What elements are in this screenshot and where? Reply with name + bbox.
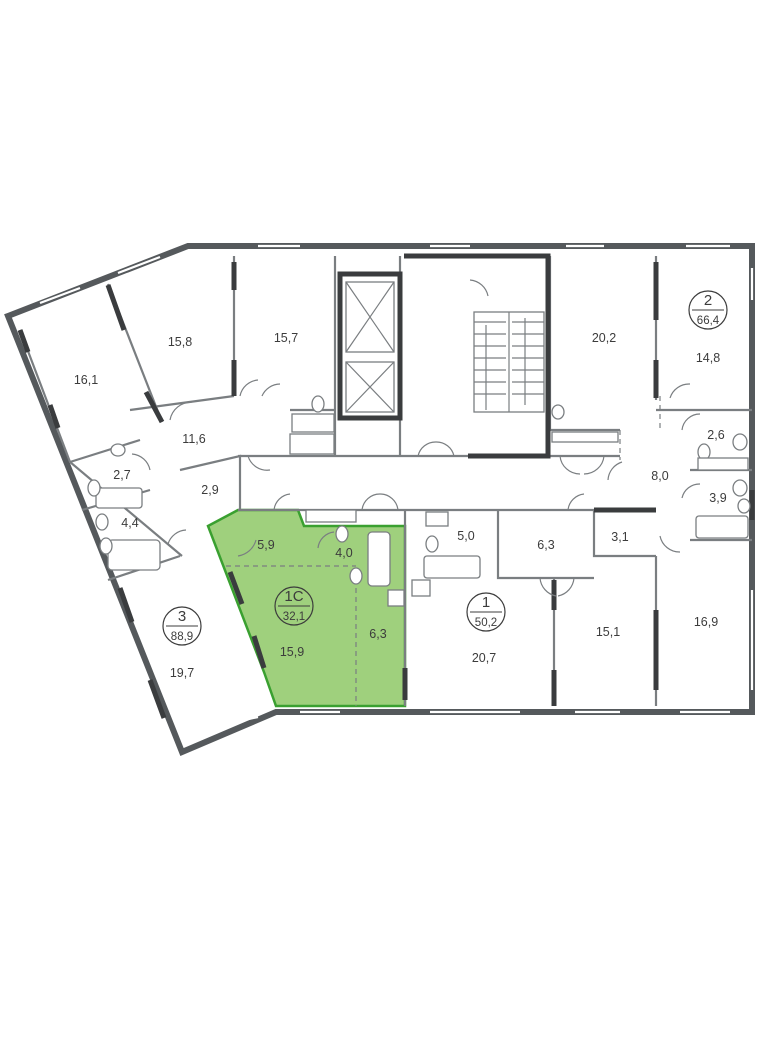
apartment-2-badge[interactable]: 2 66,4 [688,290,728,330]
room-area-label: 2,6 [707,428,724,442]
apartment-3-badge[interactable]: 3 88,9 [162,606,202,646]
apartment-3-number: 3 [178,608,186,625]
room-area-label: 15,7 [274,331,298,345]
room-area-label: 6,3 [369,627,386,641]
apartment-2-number: 2 [704,292,712,309]
zone-divider-lines [226,396,661,706]
bathroom-fixtures [87,395,751,607]
room-area-label: 2,9 [201,483,218,497]
apartment-1c-badge[interactable]: 1С 32,1 [274,586,314,626]
room-area-label: 15,8 [168,335,192,349]
apartment-1-number: 1 [482,594,490,611]
room-area-label: 15,9 [280,645,304,659]
room-area-label: 6,3 [537,538,554,552]
room-area-label: 5,0 [457,529,474,543]
elevator-shafts [345,281,395,413]
room-area-label: 3,1 [611,530,628,544]
room-area-label: 3,9 [709,491,726,505]
room-area-label: 14,8 [696,351,720,365]
room-area-label: 8,0 [651,469,668,483]
staircase [473,311,545,413]
room-area-label: 5,9 [257,538,274,552]
apartment-1-area: 50,2 [475,617,497,629]
door-swings [131,279,701,597]
structural-walls [17,253,755,719]
room-area-label: 20,2 [592,331,616,345]
room-area-label: 19,7 [170,666,194,680]
apartment-1c-number: 1С [284,588,303,605]
apartment-1-badge[interactable]: 1 50,2 [466,592,506,632]
room-area-label: 2,7 [113,468,130,482]
room-area-label: 16,1 [74,373,98,387]
apartment-1c-area: 32,1 [283,611,305,623]
room-area-label: 16,9 [694,615,718,629]
room-area-label: 15,1 [596,625,620,639]
room-area-label: 11,6 [182,432,205,446]
room-labels: 16,1 15,8 15,7 20,2 14,8 11,6 2,7 2,9 4,… [74,331,727,680]
room-area-label: 20,7 [472,651,496,665]
room-area-label: 4,4 [121,516,138,530]
room-area-label: 4,0 [335,546,352,560]
outer-walls [4,243,755,756]
apartment-2-area: 66,4 [697,315,720,327]
apartment-3-area: 88,9 [171,631,193,643]
